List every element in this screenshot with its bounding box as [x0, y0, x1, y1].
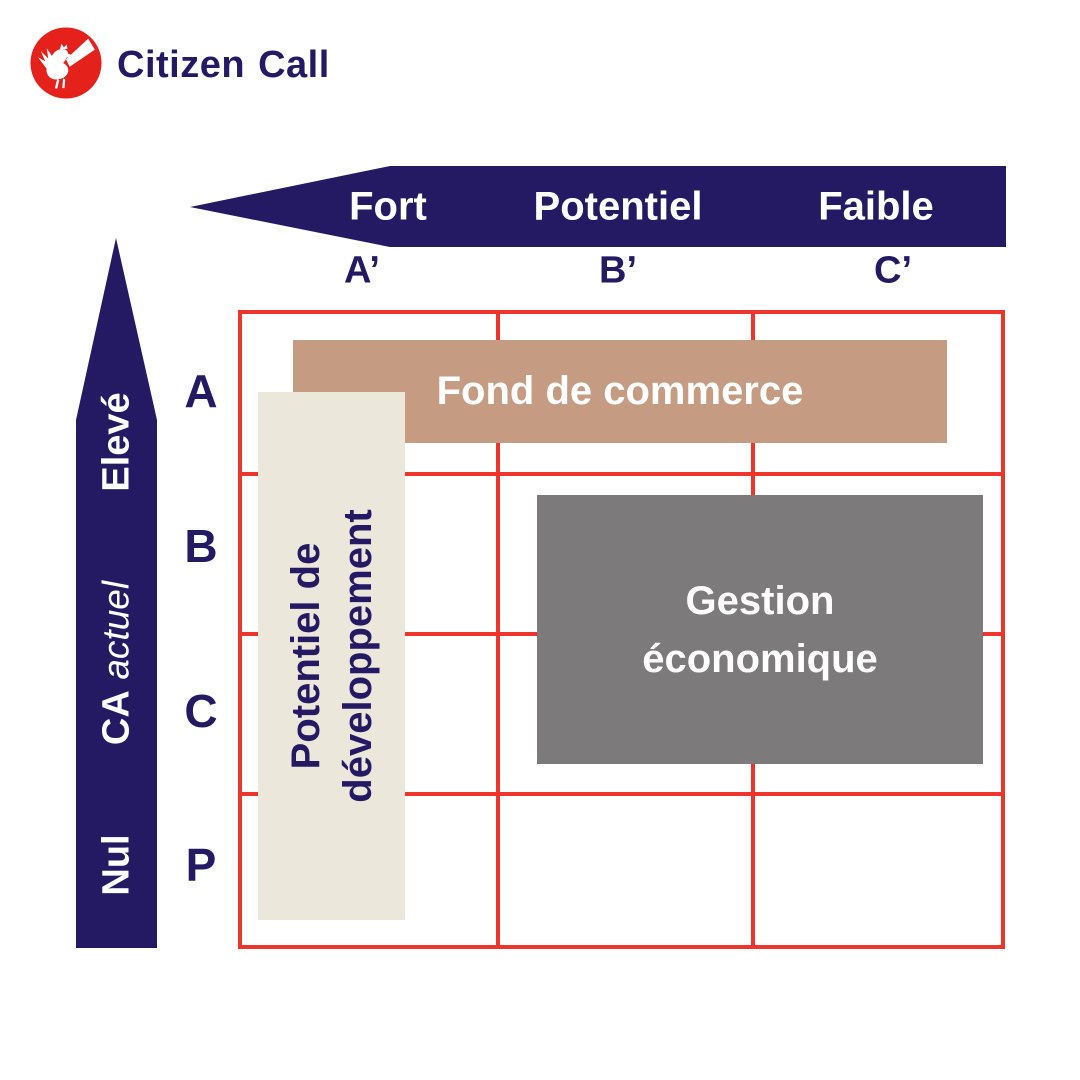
row-label-a: A	[184, 365, 218, 417]
brand-header: Citizen Call	[29, 26, 330, 105]
brand-name-second: Call	[258, 44, 330, 86]
zone-potentiel-developpement: Potentiel de développement	[258, 392, 405, 920]
zone-fond-de-commerce-label: Fond de commerce	[436, 369, 804, 413]
v-axis-label-eleve: Elevé	[95, 392, 138, 492]
grid-line-horizontal	[242, 792, 1001, 796]
grid-line-horizontal	[242, 472, 1001, 476]
h-axis-label-potentiel: Potentiel	[533, 184, 703, 229]
zone-fond-de-commerce: Fond de commerce	[293, 340, 947, 443]
grid-line-vertical	[496, 314, 500, 945]
zone-gestion-economique-label: Gestion économique	[642, 578, 878, 681]
h-axis-label-faible: Faible	[818, 184, 934, 229]
rooster-megaphone-icon	[29, 26, 103, 105]
brand-name: Citizen Call	[117, 44, 330, 87]
v-axis-title-strong: CA	[95, 690, 138, 746]
h-axis-label-fort: Fort	[349, 184, 427, 229]
v-axis-title-italic: actuel	[95, 580, 137, 680]
vertical-axis-arrow	[76, 238, 157, 948]
column-label-c-prime: C’	[874, 249, 912, 292]
row-label-p: P	[185, 839, 217, 891]
v-axis-title-ca-actuel: CA actuel	[96, 581, 139, 745]
v-axis-label-nul: Nul	[95, 834, 138, 896]
horizontal-axis-arrow	[190, 166, 1006, 247]
row-label-c: C	[184, 685, 218, 737]
brand-name-first: Citizen	[117, 44, 246, 86]
zone-potentiel-developpement-label: Potentiel de développement	[283, 509, 380, 803]
zone-gestion-economique: Gestion économique	[537, 495, 983, 764]
column-label-a-prime: A’	[344, 249, 380, 292]
column-label-b-prime: B’	[599, 249, 637, 292]
row-label-b: B	[184, 520, 218, 572]
